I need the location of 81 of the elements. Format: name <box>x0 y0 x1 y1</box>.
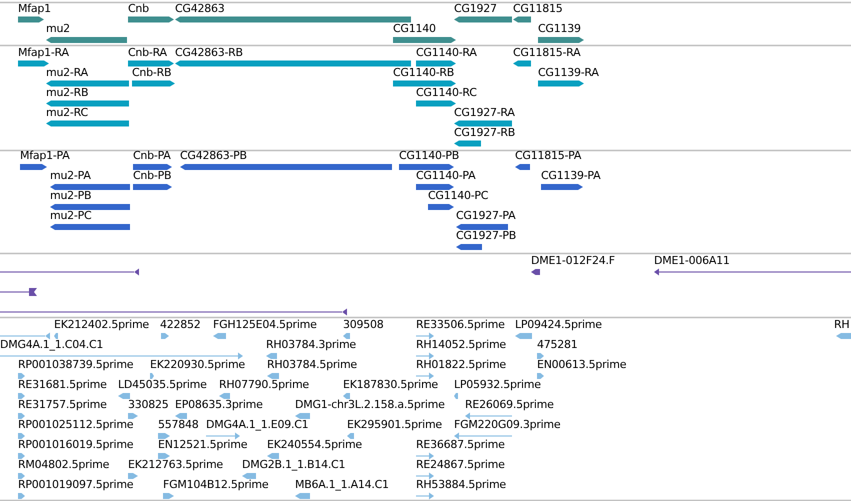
feature-label: RH07790.5prime <box>219 379 309 391</box>
feature-label: Cnb-RA <box>128 46 167 58</box>
feature-label: 330825 <box>128 399 168 411</box>
feature-label: EK187830.5prime <box>343 379 438 391</box>
feature-label: RH01822.5prime <box>416 359 506 371</box>
feature-label: CG1927-RA <box>454 106 515 118</box>
feature-label: CG1140 <box>393 23 436 35</box>
feature-label: DMG4A.1_1.E09.C1 <box>206 419 308 431</box>
feature-label: FGM104B12.5prime <box>163 479 268 491</box>
feature-label: CG1927-RB <box>454 126 516 138</box>
feature-label: CG1139-PA <box>541 170 600 182</box>
feature-label: mu2-RB <box>46 86 88 98</box>
feature-label: EK212402.5prime <box>54 319 149 331</box>
feature-label: 557848 <box>158 419 198 431</box>
feature-label: RE31681.5prime <box>18 379 107 391</box>
feature-label: 475281 <box>537 339 578 351</box>
feature-label: CG42863 <box>175 2 224 14</box>
feature-label: RE33506.5prime <box>416 319 505 331</box>
feature-label: Cnb-RB <box>132 66 172 78</box>
feature-label: CG1140-RA <box>416 46 477 58</box>
feature-label: Cnb-PB <box>133 170 172 182</box>
feature-label: EK295901.5prime <box>347 419 442 431</box>
feature-label: Cnb-PA <box>133 150 171 162</box>
feature-label: mu2-PC <box>50 210 92 222</box>
feature-label: mu2-RC <box>46 106 88 118</box>
feature-label: RE31757.5prime <box>18 399 107 411</box>
feature-label: RP001019097.5prime <box>18 479 134 491</box>
feature-label: RE24867.5prime <box>416 459 505 471</box>
feature-label: CG1140-PA <box>416 170 476 182</box>
feature-label: CG1140-PC <box>428 190 488 202</box>
feature-label: DMG2B.1_1.B14.C1 <box>242 459 346 471</box>
feature-label: mu2-PA <box>50 170 91 182</box>
feature-label: CG11815-RA <box>513 46 580 58</box>
feature-label: CG42863-RB <box>175 46 243 58</box>
feature-label: CG1927-PB <box>456 230 516 242</box>
feature-label: DME1-006A11 <box>654 255 730 267</box>
feature-label: RM04802.5prime <box>18 459 110 471</box>
feature-label: RP001016019.5prime <box>18 439 134 451</box>
feature-label: CG42863-PB <box>180 150 247 162</box>
feature-label: 422852 <box>160 319 200 331</box>
feature-label: EK212763.5prime <box>128 459 223 471</box>
feature-label: CG1139 <box>538 23 581 35</box>
feature-label: Mfap1-RA <box>18 46 69 58</box>
feature-label: EK220930.5prime <box>150 359 245 371</box>
feature-label: EK240554.5prime <box>267 439 362 451</box>
feature-label: CG1140-RB <box>393 66 454 78</box>
feature-label: mu2 <box>46 23 70 35</box>
feature-label: LP05932.5prime <box>454 379 541 391</box>
feature-label: RH <box>834 319 850 331</box>
feature-label: CG1140-PB <box>399 150 460 162</box>
feature-label: CG11815-PA <box>515 150 582 162</box>
feature-label: CG1927 <box>454 2 497 14</box>
feature-label: CG1927-PA <box>456 210 516 222</box>
feature-label: CG1139-RA <box>538 66 599 78</box>
feature-label: EN12521.5prime <box>158 439 248 451</box>
feature-label: Cnb <box>128 2 149 14</box>
feature-label: EN00613.5prime <box>537 359 626 371</box>
feature-label: RE26069.5prime <box>465 399 554 411</box>
feature-label: Mfap1 <box>18 2 51 14</box>
feature-label: RH53884.5prime <box>416 479 506 491</box>
feature-label: RH03784.5prime <box>267 359 357 371</box>
feature-label: mu2-RA <box>46 66 88 78</box>
feature-label: DMG1-chr3L.2.158.a.5prime <box>295 399 445 411</box>
feature-label: RP001025112.5prime <box>18 419 134 431</box>
feature-label: DME1-012F24.F <box>531 255 615 267</box>
feature-label: FGM220G09.3prime <box>454 419 560 431</box>
feature-label: EP08635.3prime <box>175 399 263 411</box>
feature-label: MB6A.1_1.A14.C1 <box>295 479 389 491</box>
feature-label: DMG4A.1_1.C04.C1 <box>0 339 104 351</box>
feature-label: 309508 <box>343 319 384 331</box>
feature-label: LP09424.5prime <box>515 319 602 331</box>
feature-label: FGH125E04.5prime <box>213 319 317 331</box>
feature-label: RE36687.5prime <box>416 439 505 451</box>
feature-label: RH03784.3prime <box>266 339 356 351</box>
feature-label: CG1140-RC <box>416 86 477 98</box>
feature-label: CG11815 <box>513 2 562 14</box>
feature-label: RP001038739.5prime <box>18 359 134 371</box>
feature-label: Mfap1-PA <box>20 150 70 162</box>
feature-label: mu2-PB <box>50 190 92 202</box>
feature-label: LD45035.5prime <box>118 379 207 391</box>
feature-label: RH14052.5prime <box>416 339 506 351</box>
